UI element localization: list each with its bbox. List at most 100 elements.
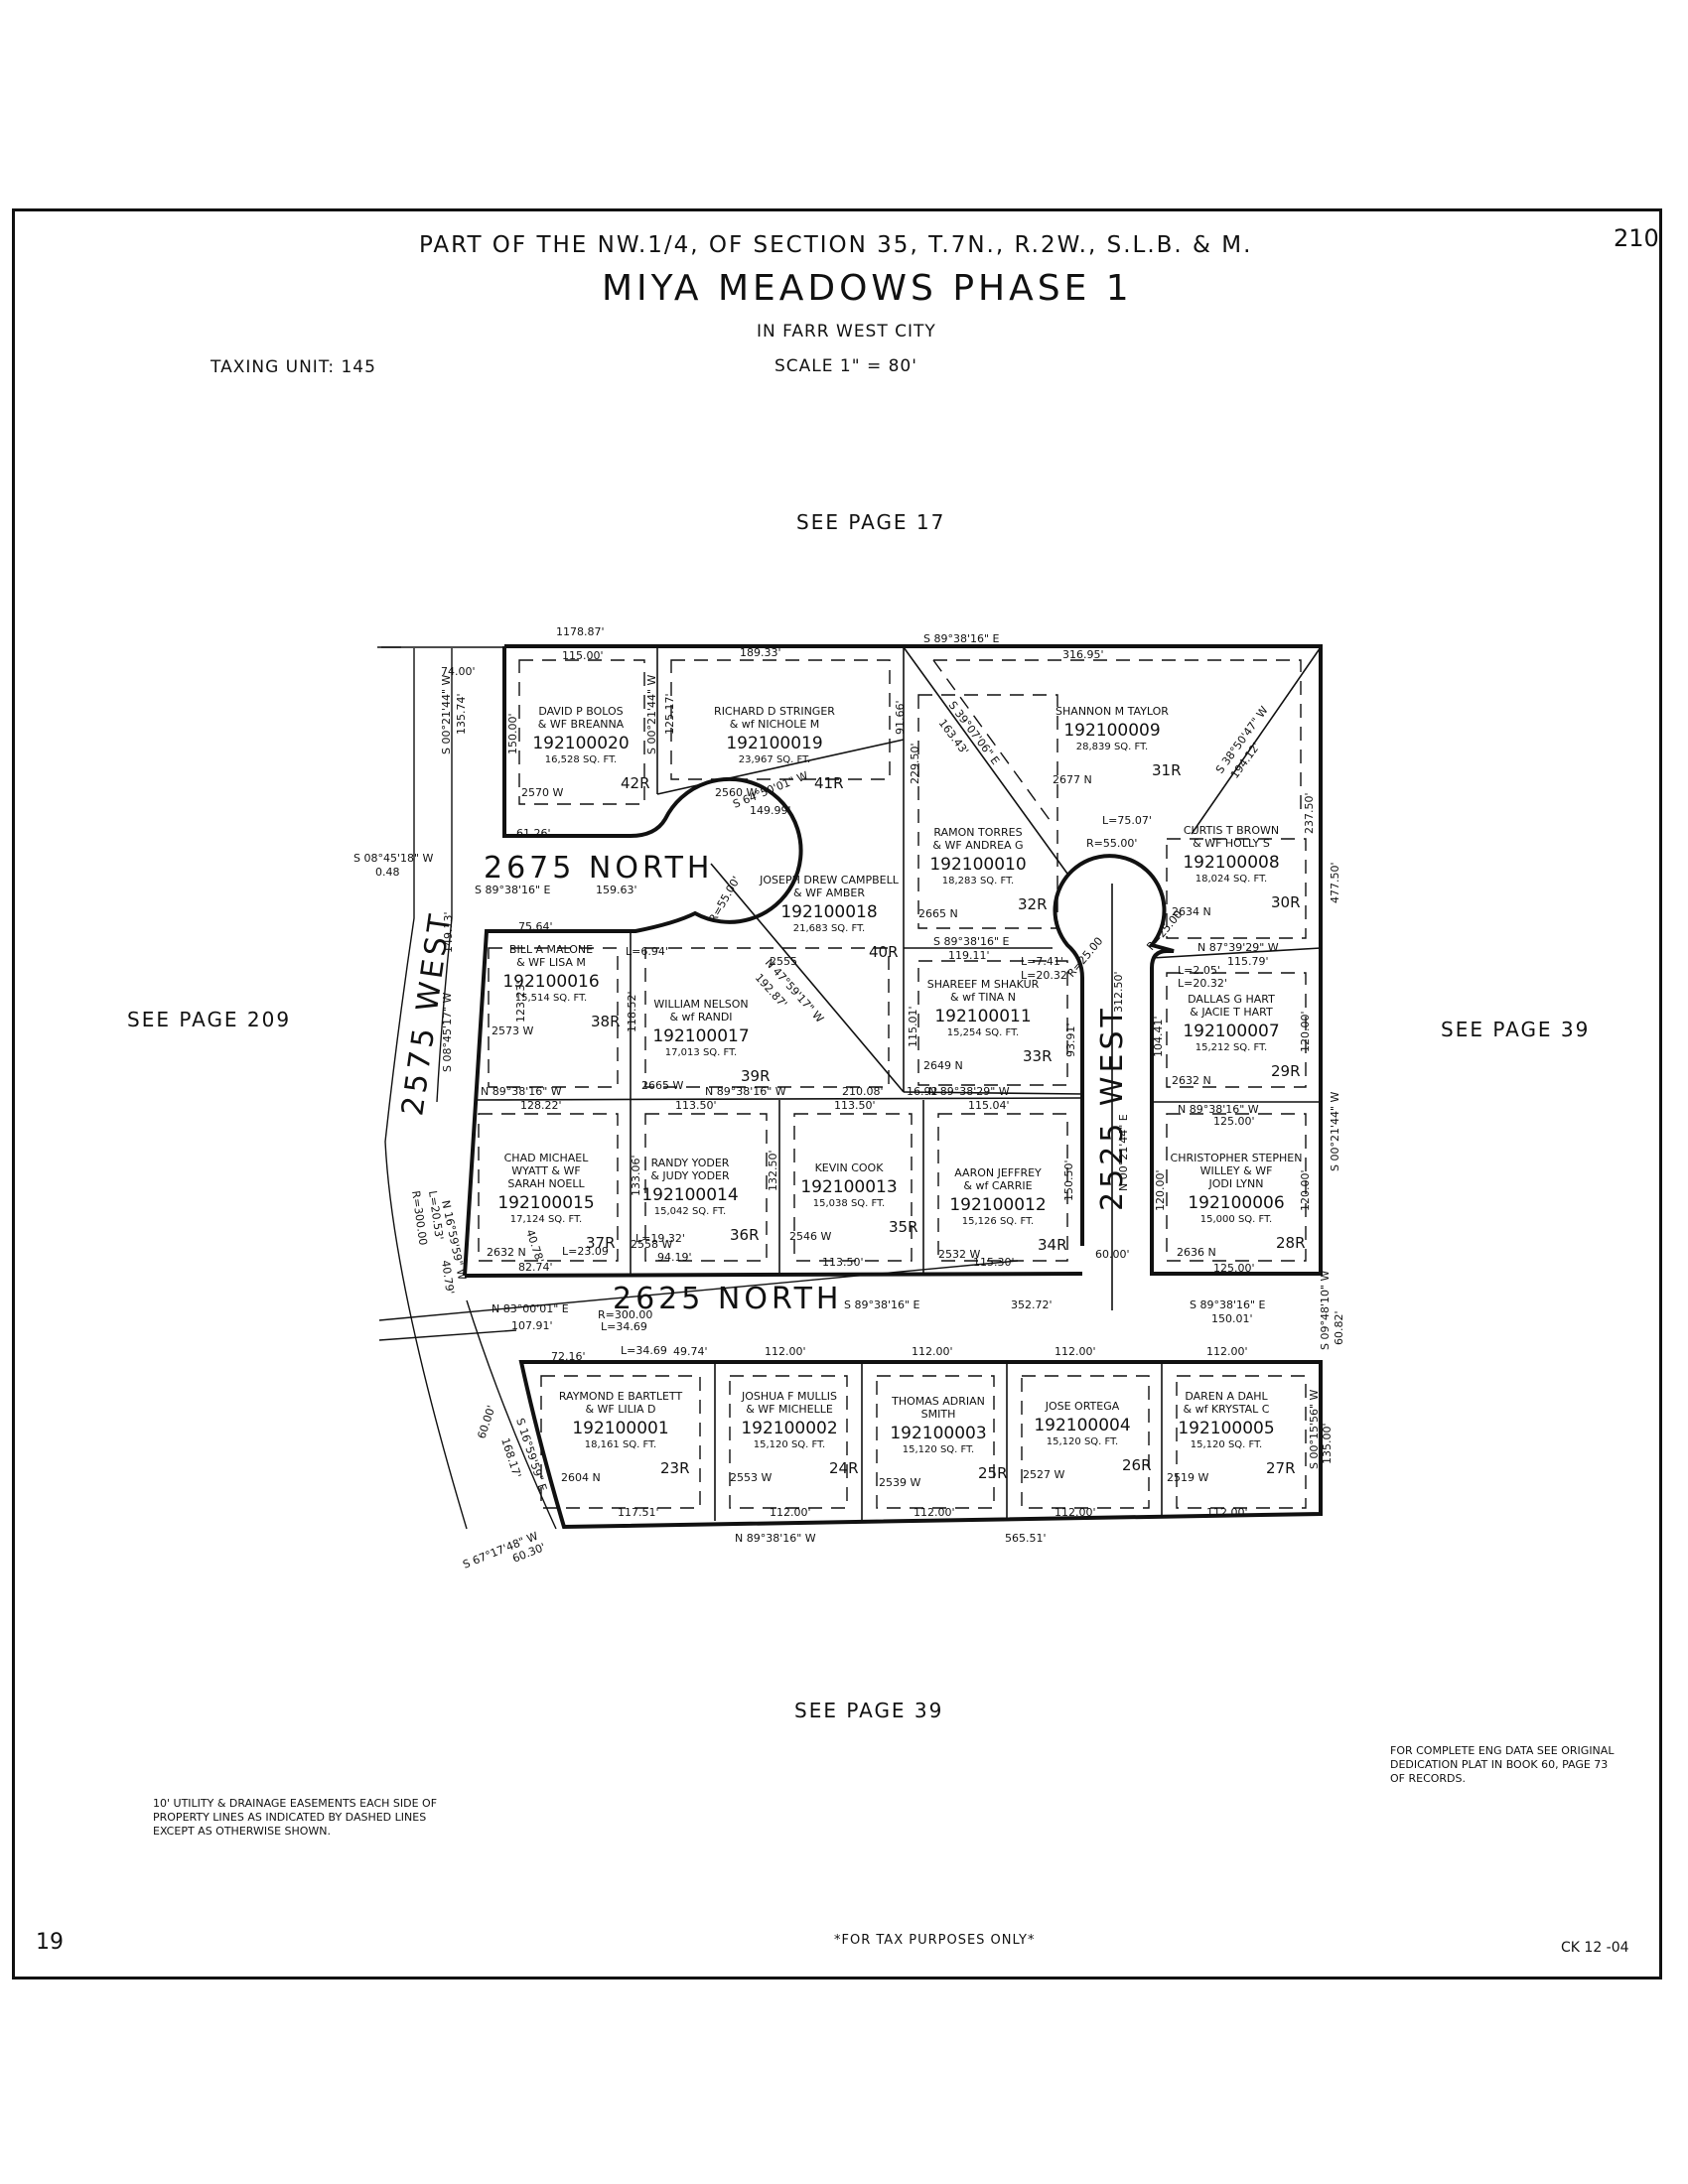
lot-41r[interactable]: RICHARD D STRINGER& wf NICHOLE M19210001… [714,705,843,799]
lot-owner: KEVIN COOK [815,1161,885,1174]
lot-id: 41R [814,774,844,792]
lot-parcel-number: 192100006 [1188,1193,1284,1213]
dim-10441: 104.41' [1152,1016,1165,1057]
dim-bear-2625: S 89°38'16" E [844,1298,920,1311]
dim-112c: 112.00' [1055,1345,1096,1358]
north-block-boundary [463,644,1323,1278]
dim-15001: 150.01' [1211,1312,1253,1325]
dim-1692: 16.92 [907,1085,938,1098]
lot-area: 21,683 SQ. FT. [793,923,865,934]
dim-31250: 312.50' [1112,971,1125,1013]
lot-owner: & WF MICHELLE [746,1403,833,1416]
lot-33r[interactable]: SHAREEF M SHAKUR& wf TINA N19210001115,2… [923,978,1053,1072]
lot-id: 29R [1271,1062,1301,1080]
lot-40r[interactable]: JOSEPH DREW CAMPBELL& WF AMBER1921000182… [759,874,900,968]
lot-owner: & WF ANDREA G [932,839,1023,852]
dim-9391: 93.91' [1064,1023,1077,1057]
lot-address: 2560 W [715,786,757,799]
lot-owner: SMITH [921,1408,956,1421]
lot-parcel-number: 192100007 [1183,1022,1279,1041]
easement-dashed-lines [478,659,1307,1509]
lot-address: 2677 N [1053,773,1092,786]
see-page-west[interactable]: SEE PAGE 209 [127,1008,292,1031]
dim-112b: 112.00' [912,1345,953,1358]
lot-address: 2532 W [938,1248,980,1261]
dim-13306: 133.06' [630,1155,642,1196]
dim-r55a: R=55.00' [1086,837,1137,850]
dim-bear-0948: S 09°48'10" W [1319,1270,1332,1350]
dim-47750: 477.50' [1329,862,1341,903]
lot-address: 2519 W [1167,1471,1208,1484]
lot-owner: AARON JEFFREY [954,1166,1042,1179]
lot-owner: JOSE ORTEGA [1045,1400,1120,1413]
dim-13500: 135.00' [1321,1423,1334,1464]
lot-27r[interactable]: DAREN A DAHL& wf KRYSTAL C19210000515,12… [1167,1390,1296,1484]
dim-bear-0845: S 08°45'18" W [353,852,434,865]
lot-24r[interactable]: JOSHUA F MULLIS& WF MICHELLE19210000215,… [730,1390,859,1484]
lot-parcel-number: 192100013 [800,1177,897,1197]
tax-purposes-note: *FOR TAX PURPOSES ONLY* [834,1933,1036,1948]
lot-labels: DAVID P BOLOS& WF BREANNA19210002016,528… [487,705,1306,1489]
lot-area: 18,283 SQ. FT. [942,876,1014,887]
lot-area: 15,126 SQ. FT. [962,1216,1034,1227]
dim-bear-29: N 89°38'16" W [1178,1103,1259,1116]
lot-owner: WILLIAM NELSON [653,998,748,1011]
see-page-south[interactable]: SEE PAGE 39 [794,1699,944,1722]
lot-owner: JODI LYNN [1208,1177,1264,1190]
dim-l3469b: L=34.69 [621,1344,667,1357]
lot-owner: RANDY YODER [651,1157,730,1169]
lot-parcel-number: 192100003 [890,1424,986,1443]
dim-l205: L=2.05' [1178,964,1220,977]
lot-owner: SHANNON M TAYLOR [1055,705,1169,718]
dim-11350c: 113.50' [822,1256,864,1269]
see-page-north[interactable]: SEE PAGE 17 [796,510,946,534]
lot-owner: & WF HOLLY S [1193,837,1270,850]
lot-23r[interactable]: RAYMOND E BARTLETT& WF LILIA D1921000011… [559,1390,690,1484]
dim-112h: 112.00' [1206,1506,1248,1519]
lot-owner: & WF BREANNA [538,718,625,731]
dim-21008: 210.08' [842,1085,884,1098]
dim-11751: 117.51' [618,1506,659,1519]
page-number-bottom: 19 [36,1930,64,1955]
lot-38r[interactable]: BILL A MALONE& WF LISA M19210001615,514 … [492,943,621,1037]
lot-30r[interactable]: CURTIS T BROWN& WF HOLLY S19210000818,02… [1172,824,1301,918]
see-page-east[interactable]: SEE PAGE 39 [1441,1018,1591,1041]
lot-area: 28,839 SQ. FT. [1076,742,1148,752]
dim-6000: 60.00' [1095,1248,1130,1261]
dim-11501: 115.01' [907,1006,919,1047]
dim-r300: R=300.00 [598,1308,652,1321]
lot-32r[interactable]: RAMON TORRES& WF ANDREA G19210001018,283… [918,826,1048,920]
dim-14999: 149.99' [750,804,791,817]
dim-12500b: 125.00' [1213,1262,1255,1275]
dim-d61: 61.26' [516,827,551,840]
lot-area: 16,528 SQ. FT. [545,754,617,765]
dim-l694: L=6.94' [626,945,668,958]
dim-r25a: R=25.00 [1064,935,1105,980]
lot-29r[interactable]: DALLAS G HART& JACIE T HART19210000715,2… [1172,993,1301,1087]
lot-42r[interactable]: DAVID P BOLOS& WF BREANNA19210002016,528… [521,705,650,799]
lot-parcel-number: 192100011 [934,1007,1031,1026]
dim-15050: 150.50' [1062,1160,1075,1201]
lot-area: 15,212 SQ. FT. [1196,1042,1267,1053]
lot-id: 23R [660,1459,690,1477]
lot-parcel-number: 192100017 [652,1026,749,1046]
lot-owner: RAYMOND E BARTLETT [559,1390,683,1403]
lot-area: 18,024 SQ. FT. [1196,874,1267,885]
lot-parcel-number: 192100012 [949,1195,1046,1215]
lot-39r[interactable]: WILLIAM NELSON& wf RANDI19210001717,013 … [641,998,771,1092]
dim-11350b: 113.50' [834,1099,876,1112]
lot-area: 15,042 SQ. FT. [654,1206,726,1217]
dim-112g: 112.00' [1055,1506,1096,1519]
dim-12000b: 120.00' [1154,1169,1167,1211]
plat-title: MIYA MEADOWS PHASE 1 [602,268,1133,309]
dim-bear-north: S 89°38'16" E [923,632,1000,645]
lot-34r[interactable]: AARON JEFFREY& wf CARRIE19210001215,126 … [938,1166,1067,1261]
lot-address: 2539 W [879,1476,920,1489]
